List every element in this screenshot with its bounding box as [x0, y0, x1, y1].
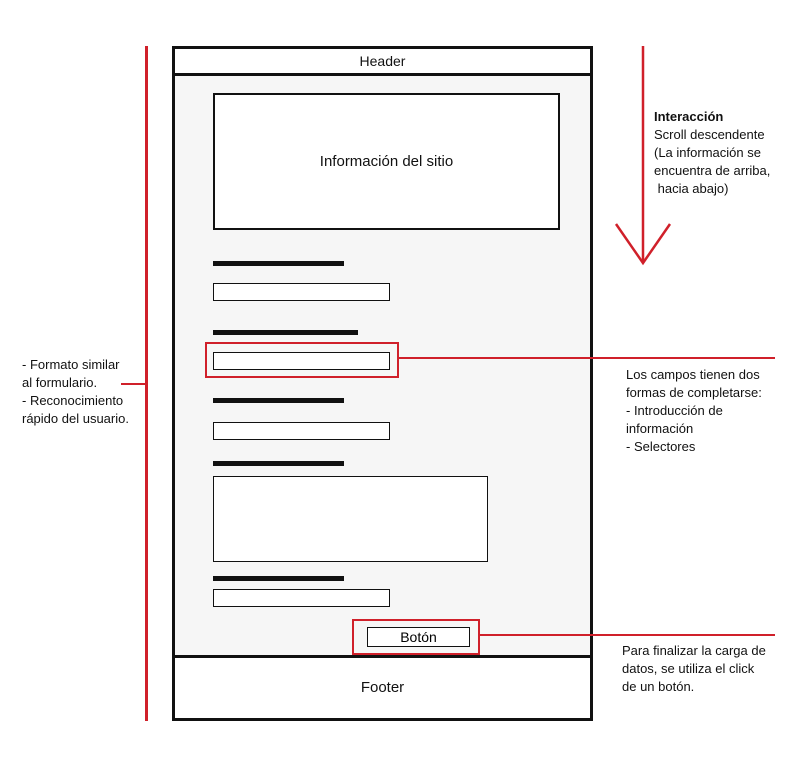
format-line: - Formato similar	[22, 357, 120, 372]
interaction-title: Interacción	[654, 109, 724, 124]
submit-button[interactable]: Botón	[367, 627, 470, 647]
field-input-5[interactable]	[213, 589, 390, 607]
interaction-line: (La información se	[654, 145, 761, 160]
left-connector-line	[121, 383, 145, 385]
field-textarea[interactable]	[213, 476, 488, 562]
interaction-line: Scroll descendente	[654, 127, 765, 142]
button-note-line: Para finalizar la carga de	[622, 643, 766, 658]
field-connector-line	[399, 357, 775, 359]
field-input-1[interactable]	[213, 283, 390, 301]
button-connector-line	[480, 634, 775, 636]
field-label-1	[213, 261, 344, 266]
fields-line: - Selectores	[626, 439, 696, 454]
field-label-5	[213, 576, 344, 581]
button-note-line: de un botón.	[622, 679, 695, 694]
scroll-down-arrow-icon	[614, 46, 672, 266]
interaction-line: hacia abajo)	[654, 181, 729, 196]
button-highlight-box	[352, 619, 480, 655]
field-label-3	[213, 398, 344, 403]
wireframe-header: Header	[175, 49, 590, 76]
button-note-line: datos, se utiliza el click	[622, 661, 755, 676]
field-highlight-box	[205, 342, 399, 378]
field-label-2	[213, 330, 358, 335]
format-line: - Reconocimiento	[22, 393, 124, 408]
format-line: al formulario.	[22, 375, 98, 390]
button-note: Para finalizar la carga de datos, se uti…	[622, 642, 766, 696]
interaction-line: encuentra de arriba,	[654, 163, 771, 178]
fields-line: - Introducción de	[626, 403, 723, 418]
interaction-note: Interacción Scroll descendente (La infor…	[654, 108, 770, 198]
fields-line: formas de completarse:	[626, 385, 762, 400]
fields-line: información	[626, 421, 694, 436]
wireframe-footer: Footer	[175, 655, 590, 718]
format-note: - Formato similar al formulario. - Recon…	[22, 356, 129, 428]
format-line: rápido del usuario.	[22, 411, 129, 426]
fields-line: Los campos tienen dos	[626, 367, 760, 382]
fields-note: Los campos tienen dos formas de completa…	[626, 366, 762, 456]
field-label-4	[213, 461, 344, 466]
left-bracket-line	[145, 46, 148, 721]
field-input-3[interactable]	[213, 422, 390, 440]
site-info-box: Información del sitio	[213, 93, 560, 230]
wireframe-device: Header Información del sitio Botón Foote…	[172, 46, 593, 721]
field-input-2[interactable]	[213, 352, 390, 370]
